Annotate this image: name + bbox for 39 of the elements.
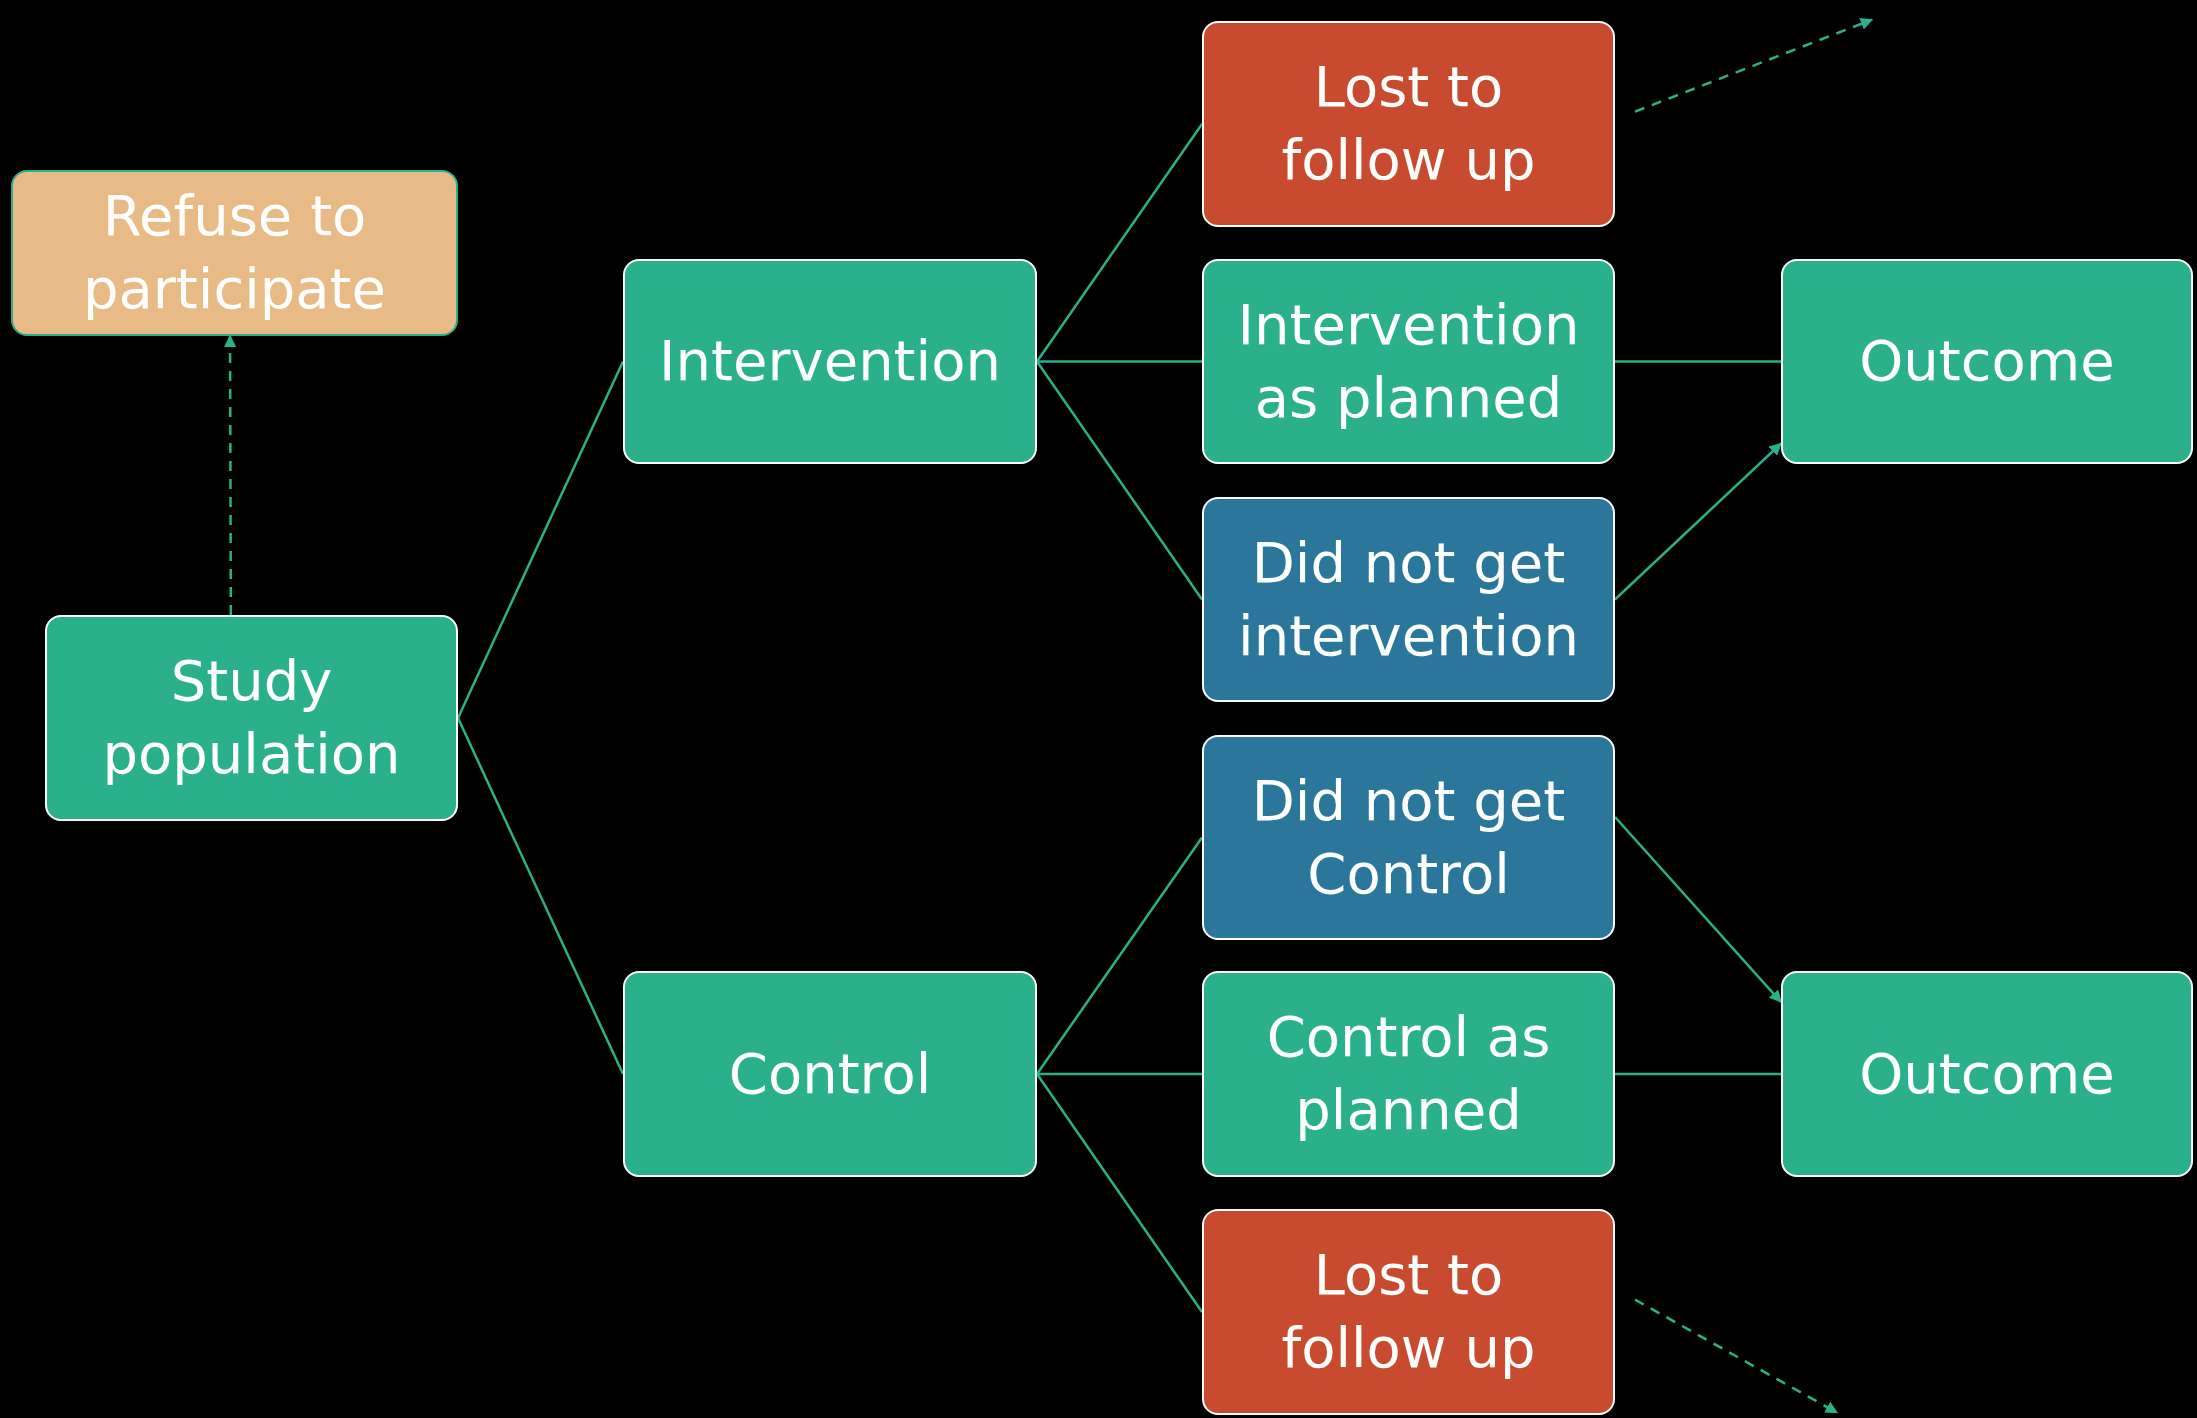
process-box	[1202, 259, 1615, 464]
dropout-box	[1202, 21, 1615, 227]
deviation-box	[1202, 735, 1615, 940]
excluded-box	[11, 170, 458, 336]
dashed-arrow	[1634, 17, 1874, 113]
box-label: Intervention	[659, 327, 1001, 396]
process-box	[1781, 971, 2193, 1177]
box-label: Outcome	[1859, 1039, 2115, 1108]
box-label: Control	[728, 1039, 932, 1108]
connector-line	[1035, 123, 1204, 363]
connector-line	[1035, 360, 1204, 601]
connector-line	[456, 360, 625, 719]
box-label: Outcome	[1859, 327, 2115, 396]
box-label: Lost to follow up	[1280, 53, 1537, 194]
connector-line	[1615, 1072, 1781, 1076]
arrow	[1614, 816, 1782, 1003]
dropout-box	[1202, 1209, 1615, 1415]
box-label: Did not get intervention	[1237, 528, 1580, 670]
connector-line	[456, 717, 625, 1075]
dashed-arrow	[223, 334, 237, 615]
box-label: Lost to follow up	[1280, 1241, 1537, 1382]
process-box	[623, 971, 1037, 1177]
process-box	[45, 615, 458, 821]
process-box	[1781, 259, 2193, 464]
connector-line	[1037, 360, 1202, 363]
box-label: Study population	[101, 647, 402, 788]
box-label: Did not get Control	[1250, 766, 1567, 908]
box-label: Refuse to participate	[82, 182, 387, 323]
connector-line	[1615, 360, 1781, 363]
arrow	[1614, 442, 1782, 601]
connector-line	[1035, 836, 1204, 1075]
connector-line	[1035, 1073, 1204, 1313]
deviation-box	[1202, 497, 1615, 702]
process-box	[623, 259, 1037, 464]
dashed-arrow	[1634, 1298, 1839, 1414]
connector-line	[1037, 1072, 1202, 1076]
process-box	[1202, 971, 1615, 1177]
box-label: Intervention as planned	[1236, 290, 1581, 432]
box-label: Control as planned	[1265, 1003, 1552, 1144]
